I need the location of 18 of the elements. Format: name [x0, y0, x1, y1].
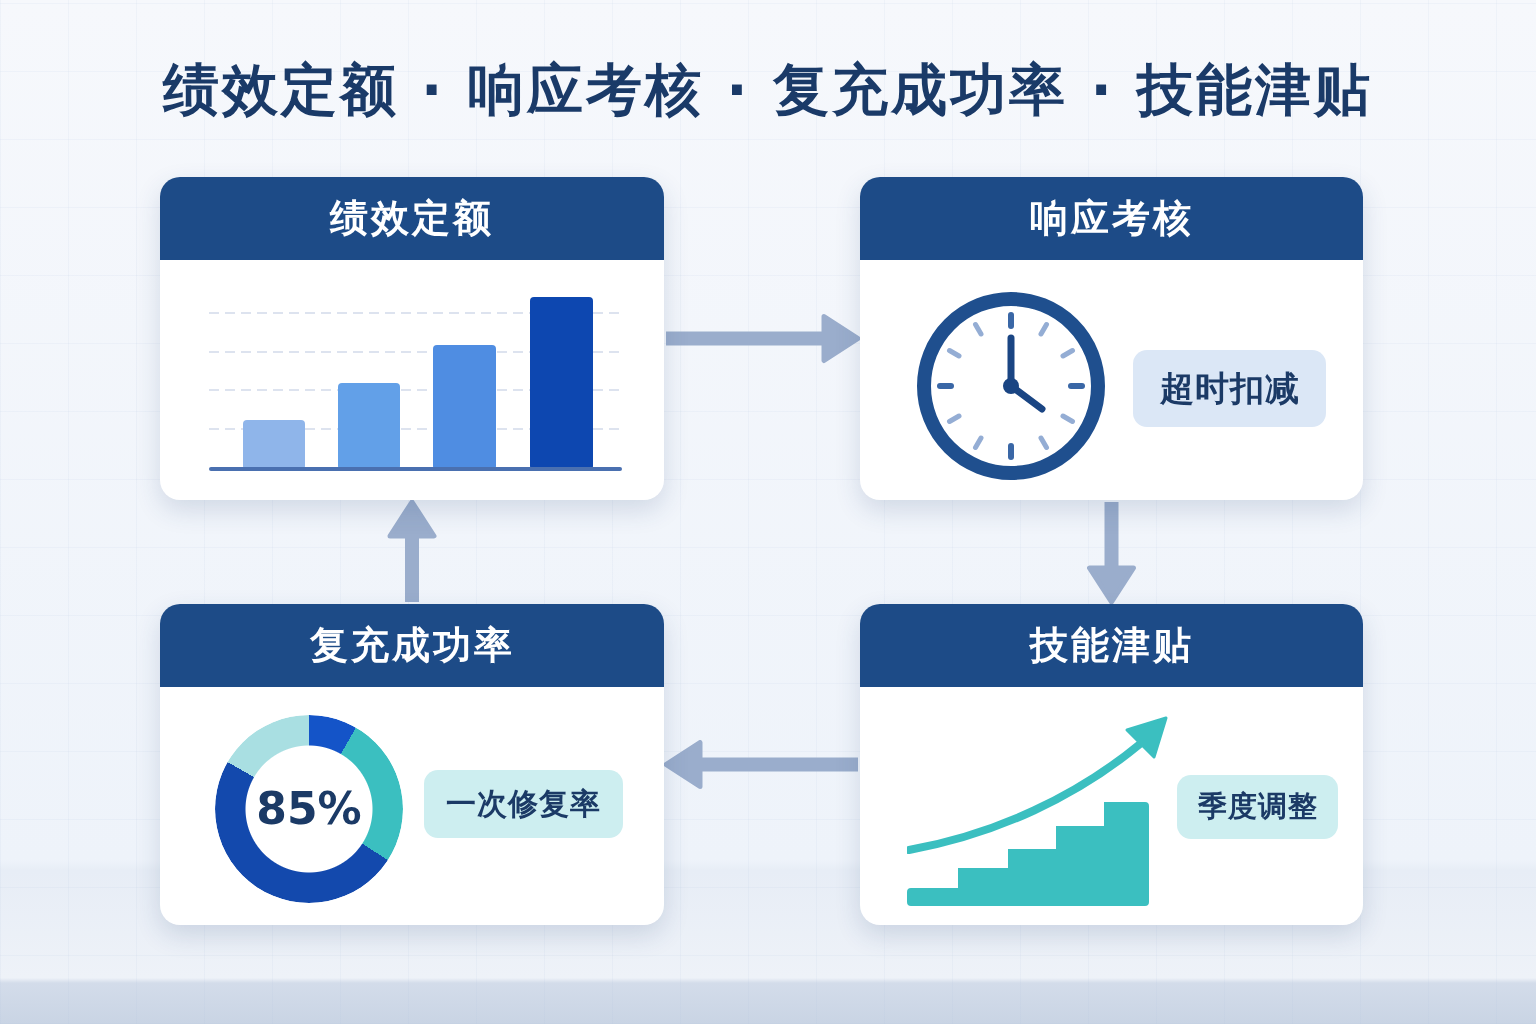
card-panel [860, 604, 1363, 925]
card-header: 绩效定额 [160, 177, 664, 260]
percentage-value: 85% [256, 784, 362, 834]
arrow [387, 499, 437, 602]
card-panel [160, 604, 664, 925]
card-header: 技能津贴 [860, 604, 1363, 687]
arrow [666, 314, 861, 363]
arrow [1087, 502, 1136, 605]
card-header: 复充成功率 [160, 604, 664, 687]
metric-tag: 超时扣减 [1133, 350, 1326, 427]
card-header: 响应考核 [860, 177, 1363, 260]
metric-tag: 季度调整 [1177, 775, 1338, 839]
card-panel [860, 177, 1363, 500]
metric-tag: 一次修复率 [424, 770, 623, 838]
arrow [663, 740, 858, 789]
card-panel [160, 177, 664, 500]
donut-chart [215, 715, 403, 903]
diagram-title: 绩效定额 · 响应考核 · 复充成功率 · 技能津贴 [161, 56, 1375, 124]
